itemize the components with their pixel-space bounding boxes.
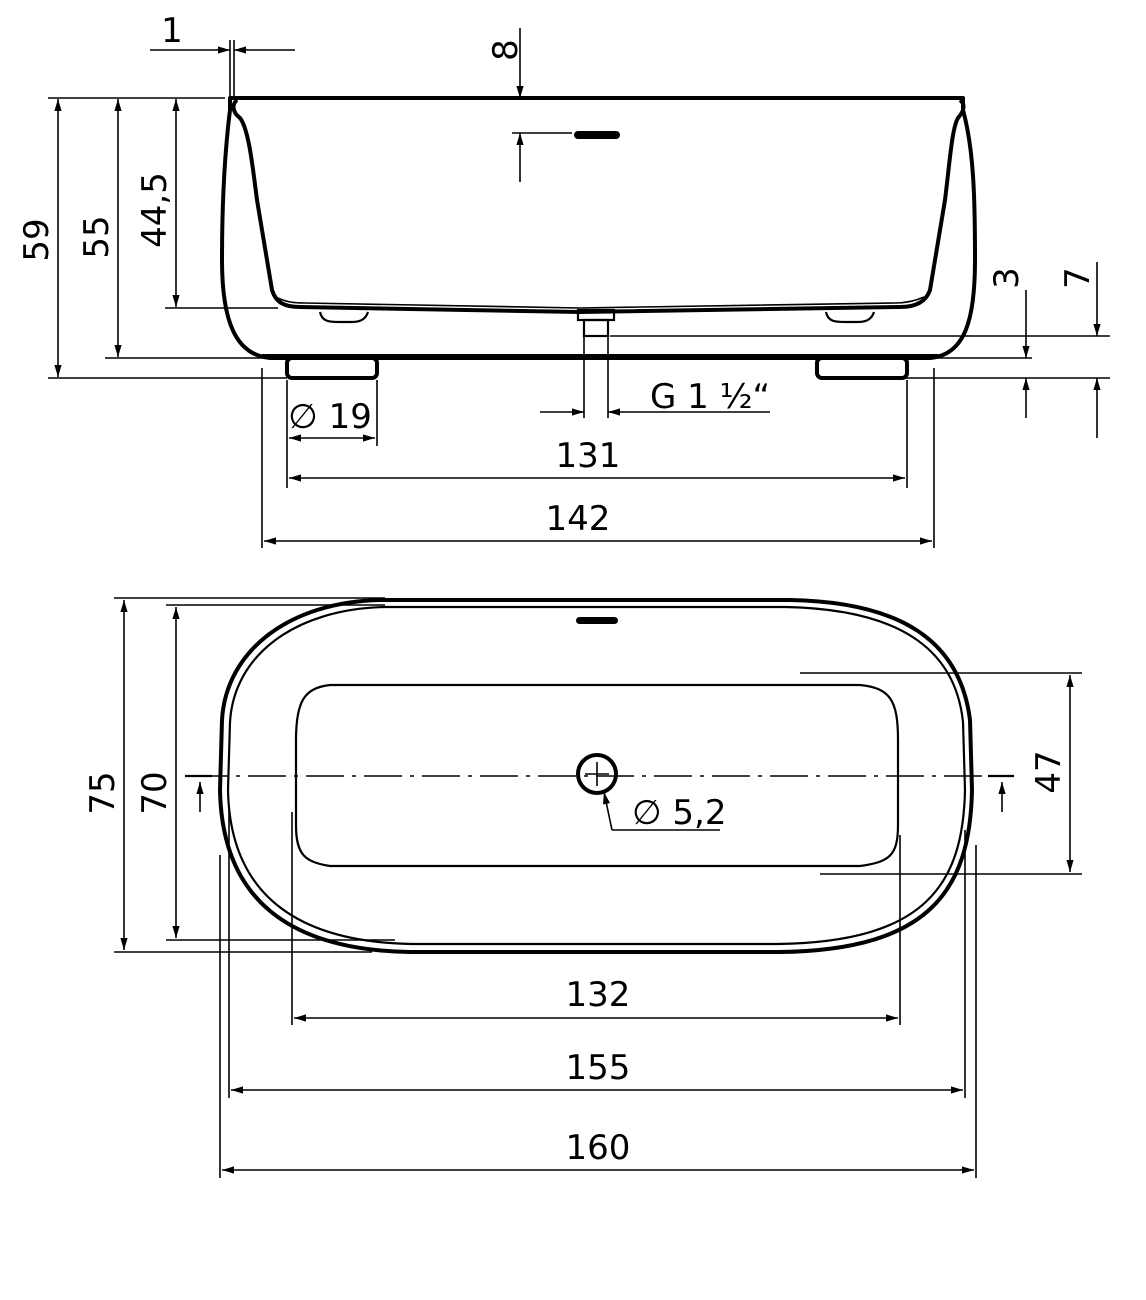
tub-inner-rim <box>226 605 967 946</box>
dim-drain-diameter-label: ∅ 5,2 <box>632 793 727 833</box>
support-right <box>824 311 876 324</box>
dim-inner-depth-label: 44,5 <box>135 172 175 248</box>
dim-overflow-label: 8 <box>486 39 526 61</box>
dim-drain-thread-label: G 1 ½“ <box>650 377 770 417</box>
basin-floor <box>294 683 900 868</box>
tub-bottom-inner-line <box>277 296 925 309</box>
drain-hole <box>576 753 618 795</box>
dim-basin-width-label: 47 <box>1029 750 1069 793</box>
dim-rim-thickness-label: 1 <box>161 11 183 51</box>
dim-foot-diameter-label: ∅ 19 <box>288 397 372 437</box>
dim-foot-small-label: 3 <box>987 267 1027 289</box>
top-view: ∅ 5,2 75 70 47 132 155 160 <box>83 597 1082 1178</box>
dim-feet-spacing-label: 131 <box>556 436 621 476</box>
dim-basin-length-label: 132 <box>566 975 631 1015</box>
overflow-slot <box>574 131 620 139</box>
foot-right <box>815 356 909 380</box>
side-view: 1 8 59 55 44,5 3 7 ∅ 19 G 1 ½“ 131 <box>17 11 1110 548</box>
drain-pipe-top <box>582 318 610 338</box>
dim-foot-height-label: 7 <box>1058 267 1098 289</box>
dim-outer-length-label: 160 <box>566 1128 631 1168</box>
overflow-slot-top <box>576 617 618 624</box>
dim-inner-width-label: 70 <box>135 771 175 814</box>
dim-total-height-label: 59 <box>17 218 57 261</box>
foot-left <box>285 356 379 380</box>
support-left <box>318 311 370 324</box>
dim-outer-width-label: 75 <box>83 771 123 814</box>
dim-base-length-label: 142 <box>546 499 611 539</box>
tub-inner-profile <box>231 98 966 314</box>
dim-body-height-label: 55 <box>77 215 117 258</box>
tub-outer-rim <box>218 598 974 954</box>
dim-inner-length-label: 155 <box>566 1048 631 1088</box>
